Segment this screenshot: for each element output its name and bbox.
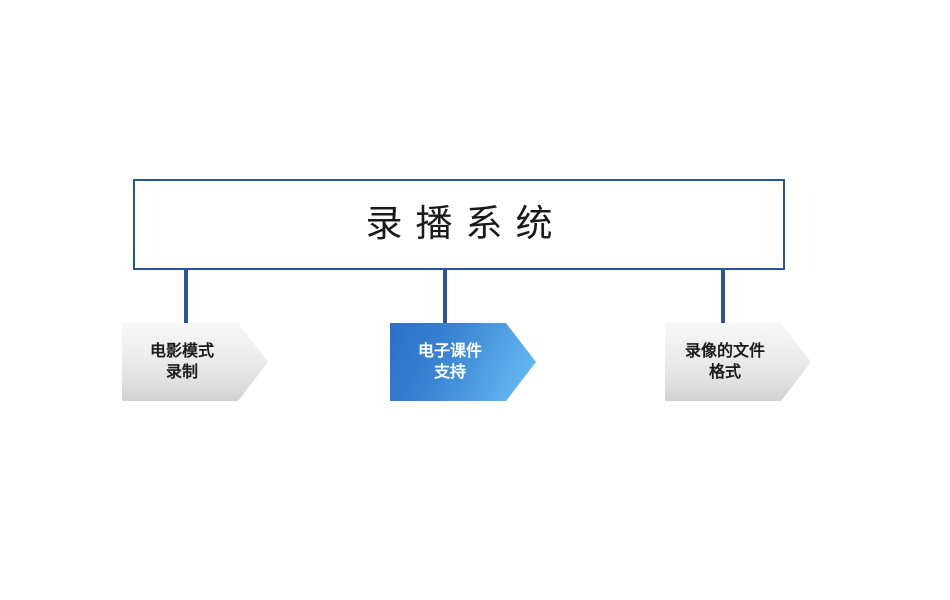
connector-line-1 <box>184 268 188 325</box>
connector-line-3 <box>721 268 725 325</box>
branch-chevron-1[interactable]: 电影模式 录制 <box>122 323 268 401</box>
branch-chevron-1-label: 电影模式 录制 <box>149 343 214 381</box>
branch-chevron-2[interactable]: 电子课件 支持 <box>390 323 536 401</box>
connector-line-2 <box>443 268 447 325</box>
branch-chevron-3-label: 录像的文件 格式 <box>684 343 765 381</box>
root-node-box[interactable]: 录播系统 <box>133 179 785 270</box>
branch-chevron-3[interactable]: 录像的文件 格式 <box>665 323 811 401</box>
branch-chevron-2-label: 电子课件 支持 <box>417 343 482 381</box>
root-node-title: 录播系统 <box>365 203 566 245</box>
